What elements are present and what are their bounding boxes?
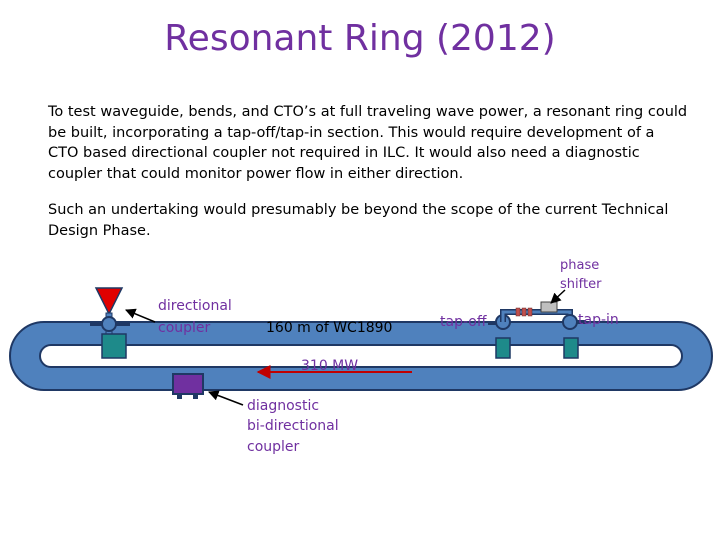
flange-bar [90, 322, 102, 326]
diagnostic-port [177, 394, 182, 399]
tap-in-ring [562, 314, 578, 330]
intro-paragraph: To test waveguide, bends, and CTO’s at f… [48, 104, 688, 182]
diagnostic-label-line1: diagnostic [247, 398, 320, 414]
tap-in-flange [576, 320, 586, 324]
flange-bar [116, 322, 130, 326]
load-triangle [94, 287, 124, 316]
flange-ring [101, 316, 117, 332]
tap-in-label: tap-in [578, 312, 619, 328]
waveguide-length-label: 160 m of WC1890 [266, 320, 393, 336]
tap-off-label: tap-off [440, 314, 487, 330]
directional-coupler-arrow [125, 308, 156, 323]
directional-coupler-body [101, 333, 127, 359]
directional-coupler-label-line1: directional [158, 298, 232, 314]
phase-shifter-arrow [550, 289, 566, 304]
tap-off-flange [488, 321, 498, 325]
directional-coupler-label-line2: coupler [158, 320, 211, 336]
phase-shifter [540, 301, 558, 313]
power-label: 310 MW [301, 358, 359, 374]
diagnostic-coupler-body [172, 373, 204, 395]
slide-title: Resonant Ring (2012) [164, 18, 556, 59]
diagnostic-label-line2: bi-directional [247, 418, 339, 434]
phase-shifter-label-line2: shifter [560, 277, 602, 292]
tap-in-coupler [563, 337, 579, 359]
tap-off-coupler [495, 337, 511, 359]
bypass-waveguide-core [501, 310, 572, 322]
diagnostic-port [193, 394, 198, 399]
ring-waveguide-inner [39, 344, 683, 368]
diagnostic-arrow [208, 390, 244, 406]
phase-shifter-label-line1: phase [560, 258, 600, 273]
bypass-flanges [515, 307, 533, 317]
scope-paragraph: Such an undertaking would presumably be … [48, 202, 669, 239]
diagnostic-label-line3: coupler [247, 439, 300, 455]
